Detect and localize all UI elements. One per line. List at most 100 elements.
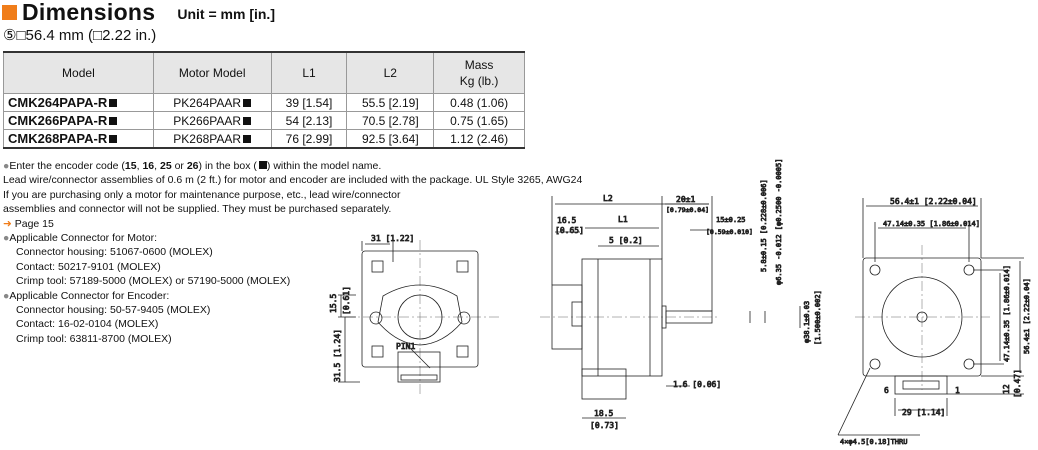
- plate-label: 1.6 [0.06]: [673, 380, 721, 389]
- pilot-label: 5 [0.2]: [609, 236, 643, 245]
- col-mass-label: Mass: [464, 58, 494, 72]
- section-header: Dimensions Unit = mm [in.]: [2, 0, 275, 25]
- cell-model: CMK266PAPA-R: [3, 111, 154, 130]
- cell-mass: 1.12 (2.46): [433, 129, 525, 149]
- col-l2: L2: [346, 51, 435, 94]
- flat-depth-label: 5.8±0.15 [0.228±0.006]: [760, 179, 768, 272]
- black-box-icon: [243, 98, 252, 107]
- black-box-icon: [109, 135, 118, 143]
- black-box-icon: [258, 161, 267, 169]
- cell-l1: 54 [2.13]: [270, 111, 348, 130]
- bullet-icon: ●: [3, 232, 10, 245]
- encoder-contact: Contact: 16-02-0104 (MOLEX): [16, 318, 159, 331]
- model-text: CMK268PAPA-R: [8, 131, 108, 146]
- motor-model-text: PK264PAAR: [173, 95, 242, 110]
- page-link-text[interactable]: Page 15: [14, 217, 54, 230]
- side-view: [551, 196, 801, 419]
- shaft-dia-label: φ6.35 -0.012 [φ0.2500 -0.0005]: [775, 159, 783, 285]
- l1-label: L1: [618, 215, 628, 224]
- front-v-pitch-label: 47.14±0.35 [1.86±0.014]: [1003, 265, 1011, 362]
- note-encoder-code: ●Enter the encoder code (15, 16, 25 or 2…: [3, 159, 593, 173]
- connector-housing: [397, 351, 441, 383]
- pin1-label: PIN1: [396, 342, 415, 351]
- black-box-icon: [243, 134, 252, 143]
- motor-contact: Contact: 50217-9101 (MOLEX): [16, 260, 161, 273]
- conn-h-in-label: [0.47]: [1013, 369, 1022, 398]
- col-l1: L1: [270, 51, 348, 94]
- mount-hole: [869, 264, 881, 276]
- front-view: [837, 198, 1024, 436]
- cell-l2: 70.5 [2.78]: [346, 111, 435, 130]
- front-width-label: 56.4±1 [2.22±0.04]: [890, 197, 977, 206]
- mount-hole: [963, 264, 975, 276]
- note-text: Enter the encoder code (: [9, 160, 125, 172]
- col-mass: Mass Kg (lb.): [433, 51, 525, 94]
- encoder-body: [397, 294, 443, 340]
- frame-index: ⑤: [3, 27, 17, 44]
- cell-motor-model: PK268PAAR: [152, 129, 272, 149]
- motor-connector-title: ●Applicable Connector for Motor:: [3, 231, 593, 245]
- note-maintenance-1: If you are purchasing only a motor for m…: [3, 188, 401, 201]
- sep: ,: [154, 160, 160, 172]
- motor-model-text: PK268PAAR: [173, 131, 242, 146]
- conn-w-label: 29 [1.14]: [902, 408, 945, 417]
- mount-hole: [371, 345, 384, 358]
- enc-len-label: 18.5: [594, 409, 613, 418]
- l2-label: L2: [603, 194, 613, 203]
- table-row: CMK266PAPA-R PK266PAAR 54 [2.13] 70.5 [2…: [3, 111, 525, 130]
- rear-width-label: 31 [1.22]: [371, 234, 414, 243]
- conn-h-label: 12: [1002, 384, 1011, 394]
- note-text: Applicable Connector for Encoder:: [9, 289, 170, 302]
- boss-label: φ38.1±0.03: [803, 301, 811, 343]
- black-box-icon: [243, 116, 252, 125]
- code-16: 16: [142, 160, 155, 172]
- shaft-end: [916, 311, 928, 323]
- sep: or: [171, 160, 187, 172]
- mount-hole: [963, 358, 975, 370]
- mount-hole: [371, 260, 384, 273]
- motor-housing: Connector housing: 51067-0600 (MOLEX): [16, 246, 213, 259]
- front-pitch-label: 47.14±0.35 [1.86±0.014]: [883, 220, 980, 228]
- cell-mass: 0.48 (1.06): [433, 93, 525, 112]
- rear-h1-label: 15.5: [329, 294, 338, 313]
- mount-hole: [456, 260, 469, 273]
- shaft: [665, 310, 713, 324]
- rear-h2-label: 31.5 [1.24]: [333, 329, 342, 382]
- table-row: CMK268PAPA-R PK268PAAR 76 [2.99] 92.5 [3…: [3, 129, 525, 149]
- model-text: CMK264PAPA-R: [8, 95, 108, 110]
- note-maintenance-2: assemblies and connector will not be sup…: [3, 203, 392, 216]
- flange-in-label: [0.79±0.04]: [666, 206, 709, 214]
- unit-label: Unit = mm [in.]: [177, 6, 275, 22]
- flange-label: 20±1: [676, 195, 695, 204]
- notes-block: ●Enter the encoder code (15, 16, 25 or 2…: [3, 159, 593, 346]
- bullet-icon: ●: [3, 160, 10, 172]
- connector-pins: [400, 374, 438, 381]
- col-motor-model: Motor Model: [152, 51, 272, 94]
- black-box-icon: [109, 99, 118, 107]
- black-box-icon: [109, 117, 118, 125]
- frame-size-line: ⑤□56.4 mm (□2.22 in.): [3, 26, 156, 44]
- holes-label: 4×φ4.5[0.18]THRU: [840, 438, 907, 446]
- cell-l2: 55.5 [2.19]: [346, 93, 435, 112]
- code-15: 15: [124, 160, 137, 172]
- sep: ,: [136, 160, 143, 172]
- rear-h1-in-label: [0.61]: [342, 286, 351, 315]
- mount-hole: [869, 358, 881, 370]
- encoder-housing: Connector housing: 50-57-9405 (MOLEX): [16, 304, 211, 317]
- encoder-cover: [377, 284, 463, 346]
- screw: [369, 311, 383, 325]
- mount-hole: [456, 345, 469, 358]
- flat-label: 15±0.25: [716, 216, 746, 224]
- rear-len-label: 16.5: [557, 216, 576, 225]
- col-mass-unit: Kg (lb.): [459, 74, 499, 88]
- arrow-right-icon: ➜: [3, 217, 12, 230]
- page-link[interactable]: ➜ Page 15: [3, 217, 593, 231]
- connector-slots: [902, 380, 940, 390]
- enc-len-in-label: [0.73]: [590, 421, 619, 430]
- pilot-circle: [881, 276, 963, 358]
- rear-len-in-label: [0.65]: [555, 226, 584, 235]
- screw: [457, 311, 471, 325]
- boss-in-label: [1.500±0.002]: [814, 290, 822, 345]
- note-text: ) in the box (: [198, 160, 257, 172]
- section-title: Dimensions: [22, 0, 156, 25]
